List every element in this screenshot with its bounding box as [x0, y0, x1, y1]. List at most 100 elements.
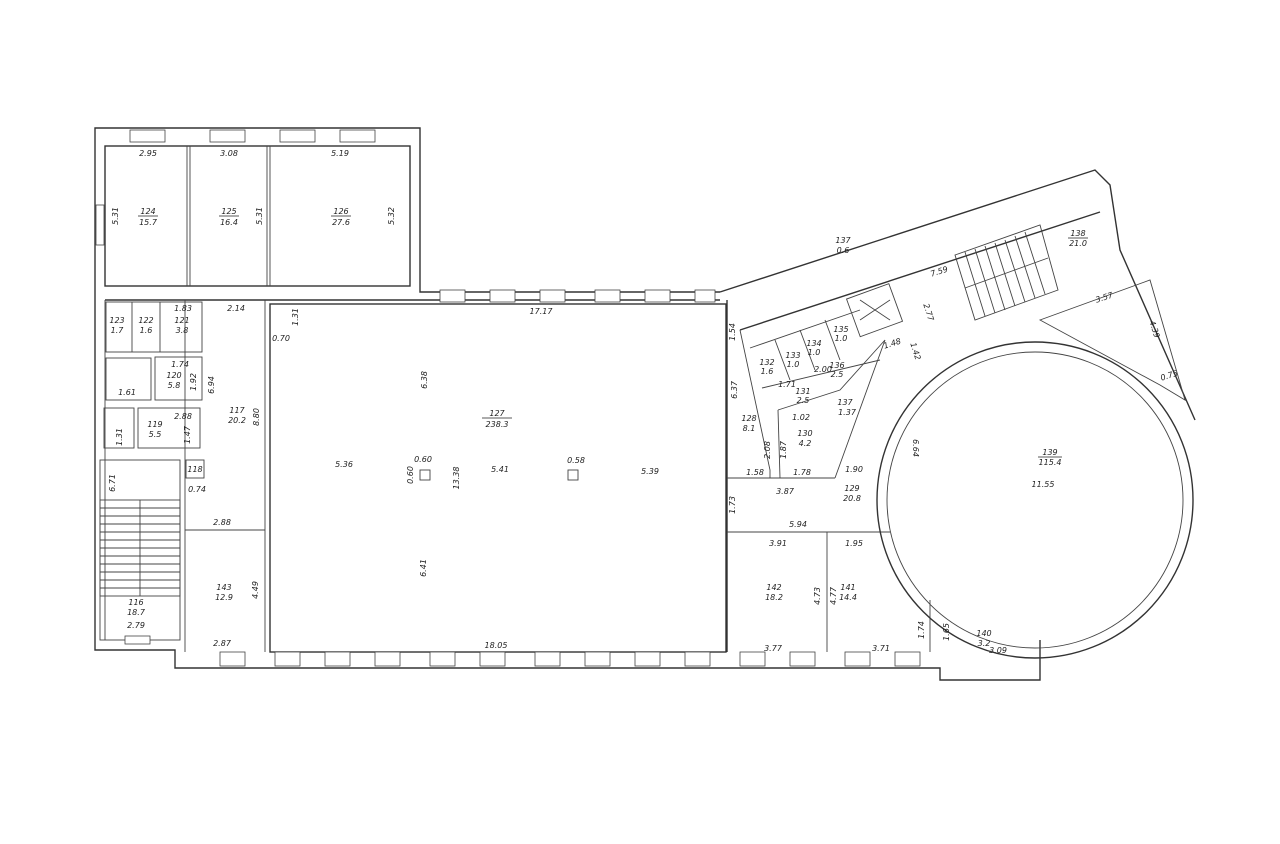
plan-line — [124, 635, 151, 645]
dimension-label: 3.08 — [220, 149, 238, 158]
dimension-label: 1.90 — [845, 465, 863, 474]
room-label: 4.2 — [799, 439, 812, 448]
plan-line — [886, 351, 1184, 649]
plan-line — [844, 651, 871, 667]
room-label: 14.4 — [839, 593, 857, 602]
dimension-label: 0.75 — [1159, 369, 1179, 383]
windows — [95, 129, 921, 667]
dimension-label: 5.19 — [331, 149, 349, 158]
room-label: 3.2 — [978, 639, 991, 648]
dimension-label: 1.92 — [189, 373, 198, 391]
room-label: 5.8 — [168, 381, 181, 390]
dimension-label: 4.39 — [1147, 319, 1161, 339]
dimension-label: 0.74 — [188, 485, 206, 494]
dimension-label: 1.31 — [115, 428, 124, 446]
dimension-label: 2.88 — [213, 518, 231, 527]
room-label: 133 — [785, 351, 800, 360]
room-label: 3.8 — [176, 326, 189, 335]
dimension-label: 3.91 — [769, 539, 787, 548]
dimension-label: 1.42 — [908, 341, 922, 361]
room-137-small: 137 — [837, 398, 853, 407]
dimension-label: 1.02 — [792, 413, 810, 422]
plan-line — [761, 359, 881, 389]
room-label: 125 — [221, 207, 236, 216]
room-label: 8.1 — [743, 424, 756, 433]
room-label: 117 — [229, 406, 245, 415]
dimension-label: 6.41 — [419, 559, 428, 577]
room-label: 2.5 — [831, 370, 844, 379]
plan-line — [429, 651, 456, 667]
plan-line — [777, 339, 886, 479]
staircase-left — [99, 499, 181, 597]
room-label: 123 — [109, 316, 124, 325]
room-label: 238.3 — [486, 420, 509, 429]
room-label: 18.7 — [127, 608, 146, 617]
staircase-right — [954, 224, 1059, 321]
plan-line — [845, 283, 904, 338]
room-118: 118 — [187, 465, 202, 474]
dimension-label: 3.71 — [872, 644, 890, 653]
room-label: 120 — [166, 371, 181, 380]
dimension-label: 5.39 — [641, 467, 659, 476]
room-label: 20.2 — [228, 416, 246, 425]
room-label: 118 — [187, 465, 202, 474]
plan-line — [876, 341, 1194, 659]
dimension-labels: 2.95 3.08 5.19 5.31 5.31 5.32 1.83 2.14 … — [108, 149, 1179, 655]
room-label: 137 — [835, 236, 851, 245]
room-label: 1.7 — [111, 326, 125, 335]
plan-line — [479, 651, 506, 667]
room-label: 5.5 — [149, 430, 162, 439]
plan-line — [489, 289, 516, 303]
dimension-label: 17.17 — [530, 307, 554, 316]
dimension-label: 1.83 — [174, 304, 192, 313]
plan-line — [594, 289, 621, 303]
plan-line — [137, 407, 201, 449]
dimension-label: 1.65 — [942, 623, 951, 641]
dimension-label: 1.31 — [291, 308, 300, 326]
room-label: 122 — [138, 316, 153, 325]
dimension-label: 1.74 — [171, 360, 189, 369]
plan-line — [634, 651, 661, 667]
plan-line — [859, 299, 891, 321]
dimension-label: 2.14 — [227, 304, 245, 313]
dimension-label: 3.77 — [764, 644, 783, 653]
room-label: 12.9 — [215, 593, 233, 602]
room-label: 126 — [333, 207, 348, 216]
dimension-label: 2.79 — [127, 621, 145, 630]
room-label: 135 — [833, 325, 848, 334]
plan-line — [684, 651, 711, 667]
dimension-label: 2.95 — [139, 149, 157, 158]
plan-line — [694, 289, 716, 303]
dimension-label: 0.60 — [406, 466, 415, 484]
room-label: 21.0 — [1069, 239, 1087, 248]
plan-line — [894, 651, 921, 667]
column — [419, 469, 431, 481]
dimension-label: 1.71 — [778, 380, 796, 389]
dimension-label: 1.37 — [838, 408, 857, 417]
room-label: 137 — [837, 398, 853, 407]
dimension-label: 5.31 — [111, 207, 120, 225]
dimension-label: 3.87 — [776, 487, 795, 496]
plan-line — [584, 651, 611, 667]
plan-line — [105, 357, 152, 401]
room-label: 132 — [759, 358, 774, 367]
plan-line — [539, 289, 566, 303]
dimension-label: 1.61 — [118, 388, 136, 397]
plan-line — [105, 301, 203, 353]
dimension-label: 2.87 — [213, 639, 232, 648]
plan-line — [739, 211, 1101, 331]
dimension-label: 2.00 — [814, 365, 832, 374]
plan-line — [154, 356, 203, 401]
plan-line — [739, 651, 766, 667]
plan-line — [964, 257, 1049, 289]
